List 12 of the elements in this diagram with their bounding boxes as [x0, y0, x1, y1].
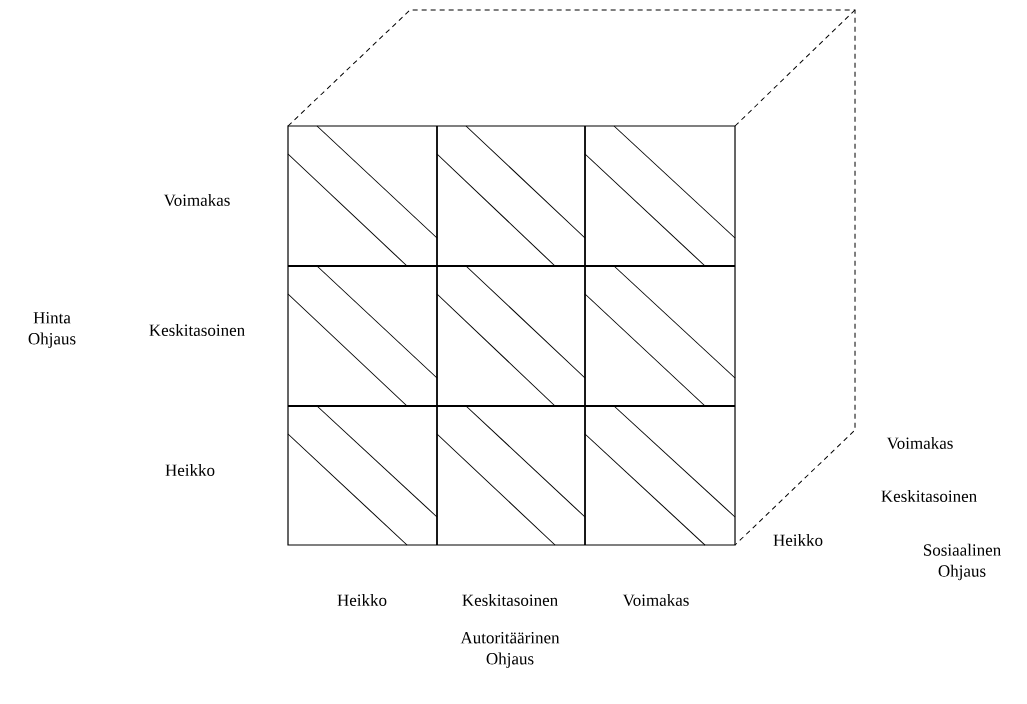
- axis-label: Voimakas: [886, 437, 953, 450]
- axis-label: Heikko: [773, 534, 823, 546]
- axis-label: Keskitasoinen: [881, 490, 977, 502]
- axis-label: Hinta Ohjaus: [28, 312, 76, 348]
- axis-label: Voimakas: [622, 594, 689, 607]
- axis-label: Voimakas: [163, 194, 230, 206]
- axis-label: Autoritäärinen Ohjaus: [460, 632, 560, 668]
- axis-label: Keskitasoinen: [149, 324, 245, 336]
- axis-label: Keskitasoinen: [462, 594, 558, 606]
- axis-label: Heikko: [165, 464, 215, 476]
- axis-label: Sosiaalinen Ohjaus: [923, 543, 1001, 581]
- axis-label: Heikko: [337, 594, 387, 606]
